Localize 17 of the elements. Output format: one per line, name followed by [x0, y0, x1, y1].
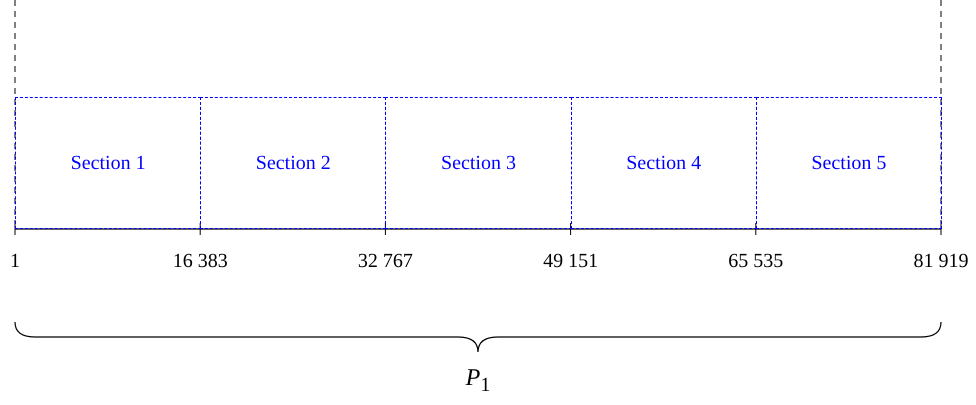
section-box [385, 97, 572, 229]
section-box [756, 97, 942, 229]
tick-label: 1 [10, 250, 20, 273]
section-label: Section 1 [70, 152, 146, 174]
brace-label: P$_{1}$ [466, 365, 490, 397]
tick-label: 81 919 [914, 250, 968, 273]
section-box [200, 97, 386, 229]
section-box [570, 97, 757, 229]
tick-label: 49 151 [543, 250, 598, 273]
section-label: Section 3 [440, 152, 516, 174]
tick-label: 65 535 [728, 250, 784, 273]
section-label: Section 5 [811, 152, 886, 174]
tick-label: 32 767 [358, 250, 413, 273]
section-box [15, 97, 202, 229]
tick-label: 16 383 [172, 250, 228, 273]
section-label: Section 4 [626, 152, 702, 174]
section-label: Section 2 [256, 152, 331, 174]
